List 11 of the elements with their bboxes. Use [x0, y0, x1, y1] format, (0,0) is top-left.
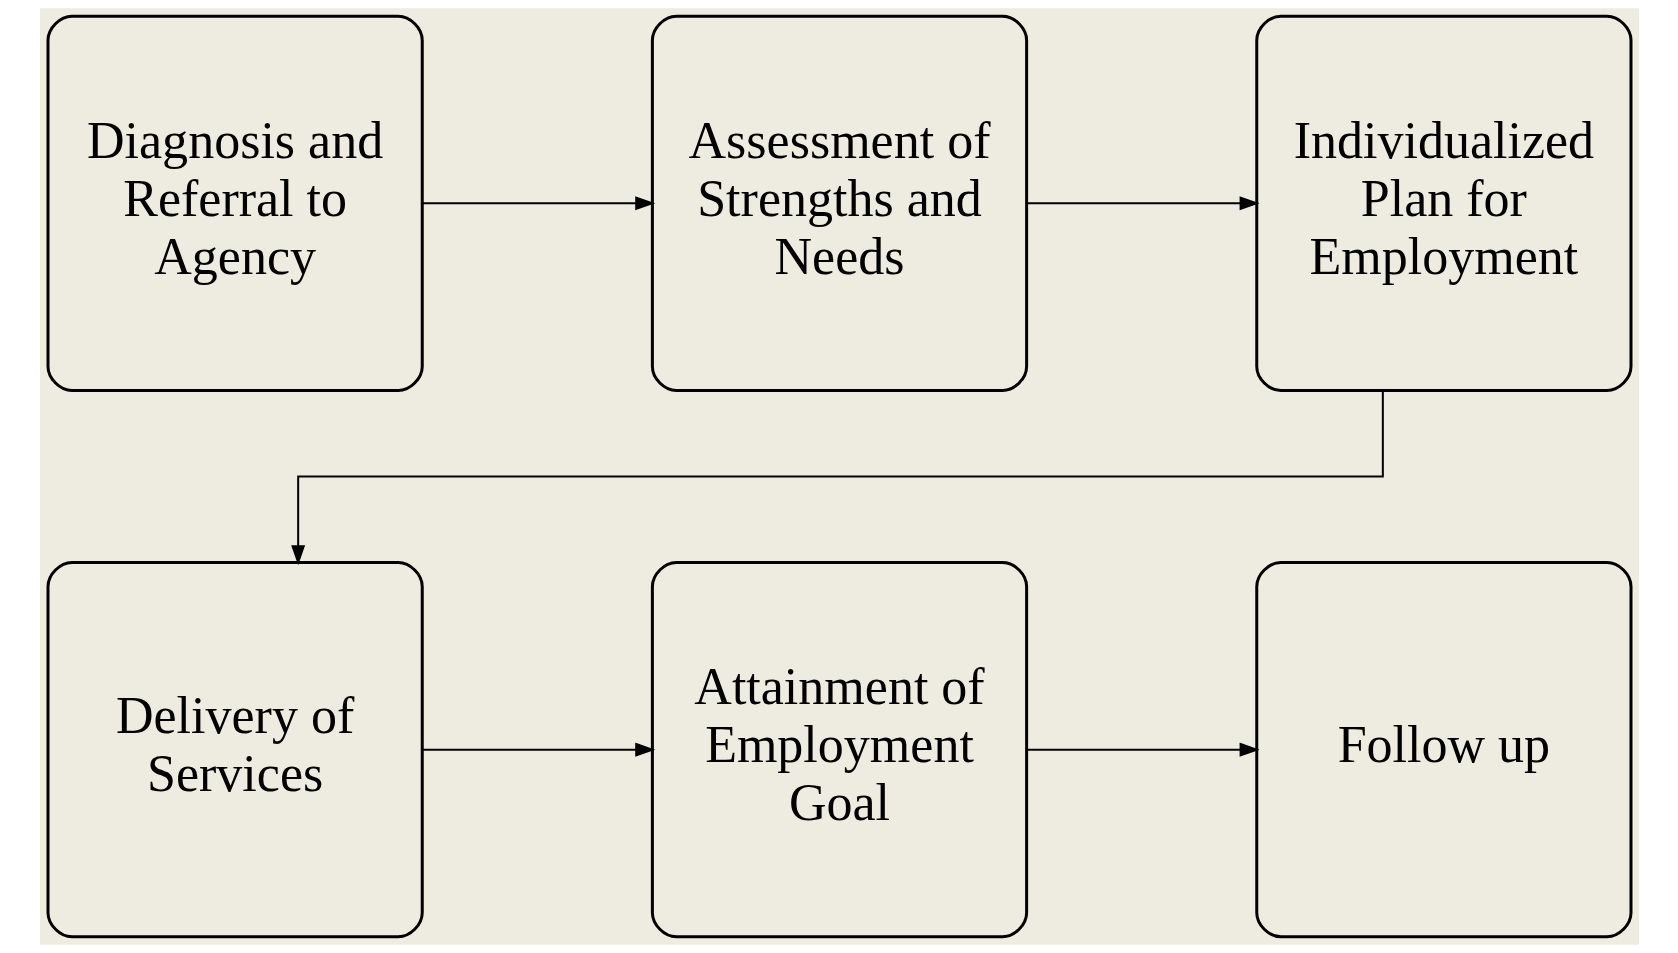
- arrow: [421, 742, 655, 757]
- node-box: Attainment of Employment Goal: [650, 561, 1028, 939]
- node-box: Delivery of Services: [46, 561, 424, 939]
- node-box: Diagnosis and Referral to Agency: [46, 14, 424, 392]
- arrow: [1025, 196, 1260, 211]
- node-box: Individualized Plan for Employment: [1254, 14, 1632, 392]
- arrow: [421, 196, 655, 211]
- arrow: [1025, 742, 1260, 757]
- node-box: Assessment of Strengths and Needs: [650, 14, 1028, 392]
- node-box: Follow up: [1254, 561, 1632, 939]
- arrow: [290, 389, 1384, 566]
